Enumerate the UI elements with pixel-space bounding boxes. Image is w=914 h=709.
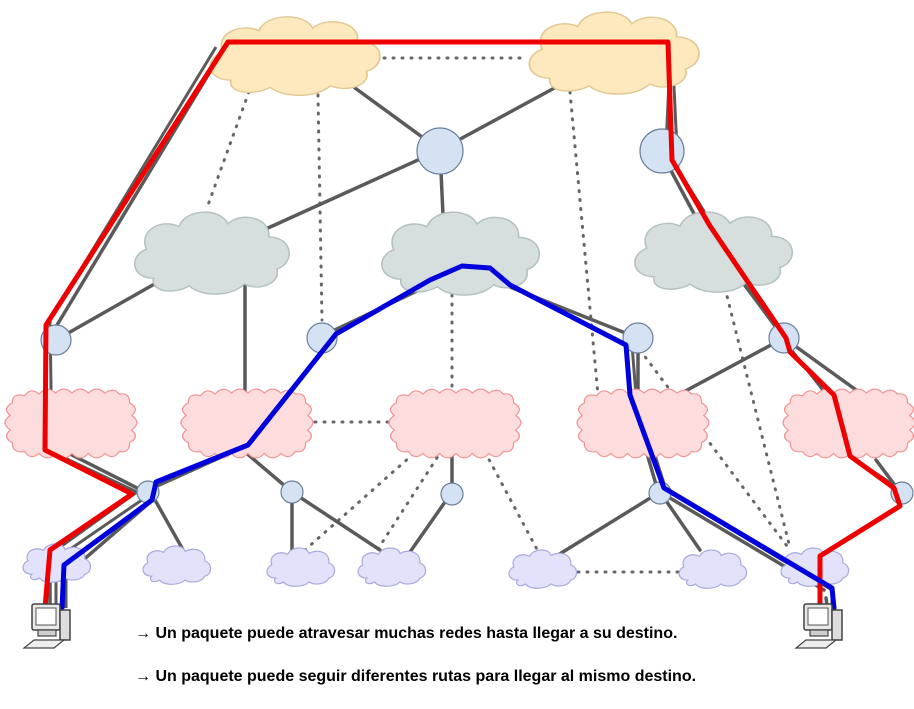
- router-node: [622, 322, 654, 354]
- regional-network-right: [634, 211, 794, 293]
- router-node: [280, 480, 304, 504]
- regional-network-left: [133, 211, 290, 295]
- regional-network-center: [381, 211, 541, 296]
- backbone-network-right: [528, 11, 700, 95]
- access-network-3: [266, 547, 336, 587]
- route-red: [42, 39, 903, 611]
- access-network-5: [508, 549, 578, 589]
- router-node: [440, 482, 464, 506]
- dotted-links: [206, 56, 792, 574]
- computer-icon: [23, 603, 71, 649]
- router-node: [416, 127, 464, 175]
- access-network-4: [357, 547, 427, 587]
- route-blue: [59, 263, 837, 611]
- access-network-6: [678, 549, 748, 589]
- access-network-1: [22, 543, 92, 583]
- backbone-network-left: [209, 15, 381, 97]
- metro-network-1: [4, 388, 138, 459]
- access-network-2: [142, 545, 212, 585]
- caption-many-networks: → Un paquete puede atravesar muchas rede…: [135, 625, 678, 642]
- caption-different-routes: → Un paquete puede seguir diferentes rut…: [135, 668, 697, 685]
- router-node: [40, 324, 72, 356]
- metro-network-3: [388, 388, 522, 459]
- computer-icon: [795, 603, 843, 649]
